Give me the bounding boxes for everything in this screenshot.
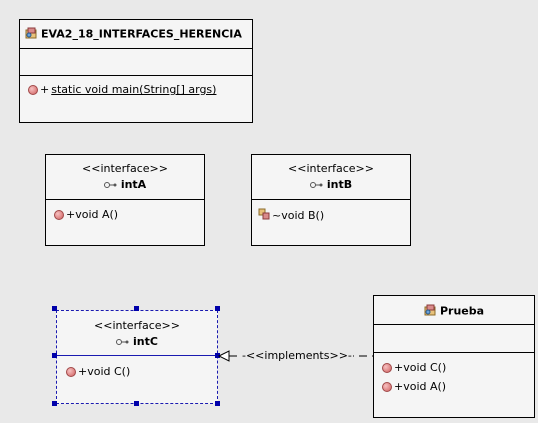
interface-intC[interactable]: <<interface>> intC +void C() bbox=[56, 310, 218, 404]
class-main-name: EVA2_18_INTERFACES_HERENCIA bbox=[41, 27, 242, 41]
method-label: +void C() bbox=[394, 361, 447, 374]
public-method-icon bbox=[54, 209, 64, 220]
interface-intA-name: intA bbox=[120, 178, 147, 191]
resize-handle-ne[interactable] bbox=[215, 306, 220, 311]
interface-intB-header: intB bbox=[252, 178, 410, 192]
method-intB-B[interactable]: ~void B() bbox=[258, 208, 324, 223]
resize-handle-sw[interactable] bbox=[52, 401, 57, 406]
public-method-icon bbox=[66, 366, 76, 377]
method-label: +void A() bbox=[66, 208, 119, 221]
public-method-icon bbox=[382, 381, 392, 392]
resize-handle-nw[interactable] bbox=[52, 306, 57, 311]
method-label: ~void B() bbox=[272, 209, 325, 222]
class-prueba-header: Prueba bbox=[374, 304, 534, 319]
interface-icon bbox=[103, 179, 117, 192]
interface-intC-name: intC bbox=[133, 335, 158, 348]
class-prueba[interactable]: Prueba +void C() +void A() bbox=[373, 295, 535, 418]
resize-handle-w[interactable] bbox=[52, 353, 57, 358]
interface-intA-header: intA bbox=[46, 178, 204, 192]
method-prueba-C[interactable]: +void C() bbox=[382, 361, 446, 374]
method-main[interactable]: + static void main(String[] args) bbox=[28, 83, 216, 96]
public-method-icon bbox=[382, 362, 392, 373]
method-label: +void C() bbox=[78, 365, 131, 378]
resize-handle-s[interactable] bbox=[134, 401, 139, 406]
interface-intA[interactable]: <<interface>> intA +void A() bbox=[45, 154, 205, 246]
stereotype-label: <<interface>> bbox=[288, 162, 374, 175]
resize-handle-se[interactable] bbox=[215, 401, 220, 406]
class-main[interactable]: EVA2_18_INTERFACES_HERENCIA + static voi… bbox=[19, 19, 253, 123]
implements-label: -<<implements>>- bbox=[241, 349, 353, 362]
class-main-header: EVA2_18_INTERFACES_HERENCIA bbox=[20, 27, 252, 42]
stereotype-label: <<interface>> bbox=[82, 162, 168, 175]
public-method-icon bbox=[28, 84, 38, 95]
method-intC-C[interactable]: +void C() bbox=[66, 365, 130, 378]
resize-handle-e[interactable] bbox=[215, 353, 220, 358]
resize-handle-n[interactable] bbox=[134, 306, 139, 311]
class-icon bbox=[424, 304, 436, 319]
class-prueba-name: Prueba bbox=[439, 304, 485, 318]
interface-icon bbox=[309, 179, 323, 192]
method-prueba-A[interactable]: +void A() bbox=[382, 380, 446, 393]
stereotype-label: <<interface>> bbox=[94, 319, 180, 332]
method-label: +void A() bbox=[394, 380, 447, 393]
interface-intB-name: intB bbox=[326, 178, 353, 191]
package-method-icon bbox=[258, 208, 270, 223]
method-intA-A[interactable]: +void A() bbox=[54, 208, 118, 221]
method-visibility: + bbox=[40, 83, 50, 96]
method-main-label: static void main(String[] args) bbox=[51, 83, 217, 96]
class-icon bbox=[25, 27, 37, 42]
interface-intB[interactable]: <<interface>> intB ~void B() bbox=[251, 154, 411, 246]
interface-intC-header: intC bbox=[56, 335, 218, 349]
interface-icon bbox=[116, 336, 129, 349]
